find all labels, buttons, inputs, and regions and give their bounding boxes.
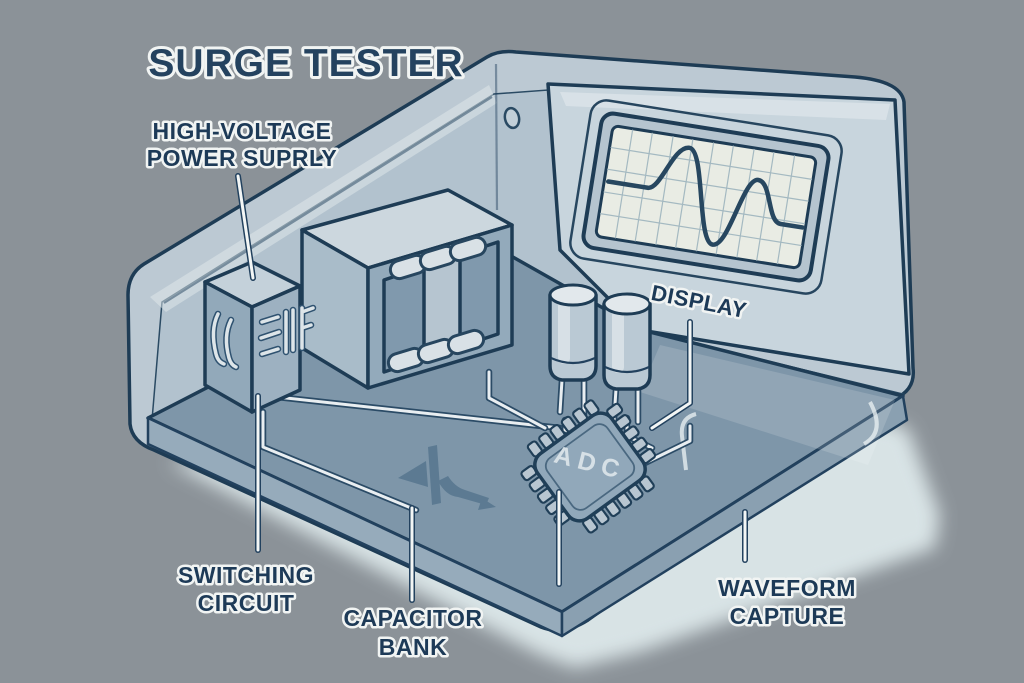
adc-chip-body (533, 411, 647, 523)
label-power-supply: HIGH-VOLTAGE POWER SUPRLY (144, 116, 339, 174)
terminal-glyphs (257, 304, 317, 358)
capacitor-2-crimp (604, 365, 650, 374)
capacitor-1-top (548, 283, 598, 307)
back-corner-line (494, 63, 499, 211)
screw-hole (503, 106, 521, 130)
page-title: SURGE TESTER (148, 42, 463, 85)
transformer-windings (386, 235, 488, 374)
label-power-supply-line2: POWER SUPRLY (147, 145, 337, 171)
label-switching: SWITCHING CIRCUIT (175, 560, 316, 619)
panel-top-highlight (560, 92, 890, 120)
label-capacitor-line2: BANK (379, 634, 447, 660)
label-switching-line1: SWITCHING (178, 562, 314, 588)
label-capacitor: CAPACITOR BANK (341, 603, 485, 663)
waveform-trace (605, 145, 805, 247)
transformer (300, 188, 514, 390)
left-wall-inner-line (163, 96, 493, 304)
capacitor-1-crimp (550, 356, 596, 365)
capacitor-2-top (602, 292, 652, 316)
power-supply-leader-line (235, 173, 256, 281)
leader-lines (235, 173, 748, 603)
right-wall-ridge (679, 401, 879, 471)
display-leader-line (649, 319, 693, 431)
screen-assembly (569, 99, 843, 295)
label-waveform-line1: WAVEFORM (718, 575, 856, 601)
transistor-symbol (398, 445, 496, 510)
capacitor-2-highlight (612, 309, 624, 373)
capacitor-1-body (548, 293, 598, 382)
label-switching-line2: CIRCUIT (198, 590, 295, 616)
label-power-supply-line1: HIGH-VOLTAGE (153, 118, 332, 144)
capacitor-1-highlight (558, 300, 570, 364)
label-waveform: WAVEFORM CAPTURE (716, 573, 858, 632)
label-capacitor-line1: CAPACITOR (343, 605, 482, 631)
power-supply-box (203, 260, 317, 414)
right-wall-highlight (640, 345, 895, 465)
capacitor-1 (548, 283, 598, 418)
adc-chip-inner-border (544, 423, 636, 511)
screen-frame (569, 99, 843, 295)
label-waveform-line2: CAPTURE (730, 603, 845, 629)
left-wall-highlight (150, 85, 497, 312)
coil-squiggle-icon (210, 310, 240, 371)
adc-chip: ADC (520, 399, 657, 534)
capacitor-2 (602, 292, 652, 426)
capacitor-2-body (602, 302, 652, 391)
front-band-right (560, 394, 909, 638)
